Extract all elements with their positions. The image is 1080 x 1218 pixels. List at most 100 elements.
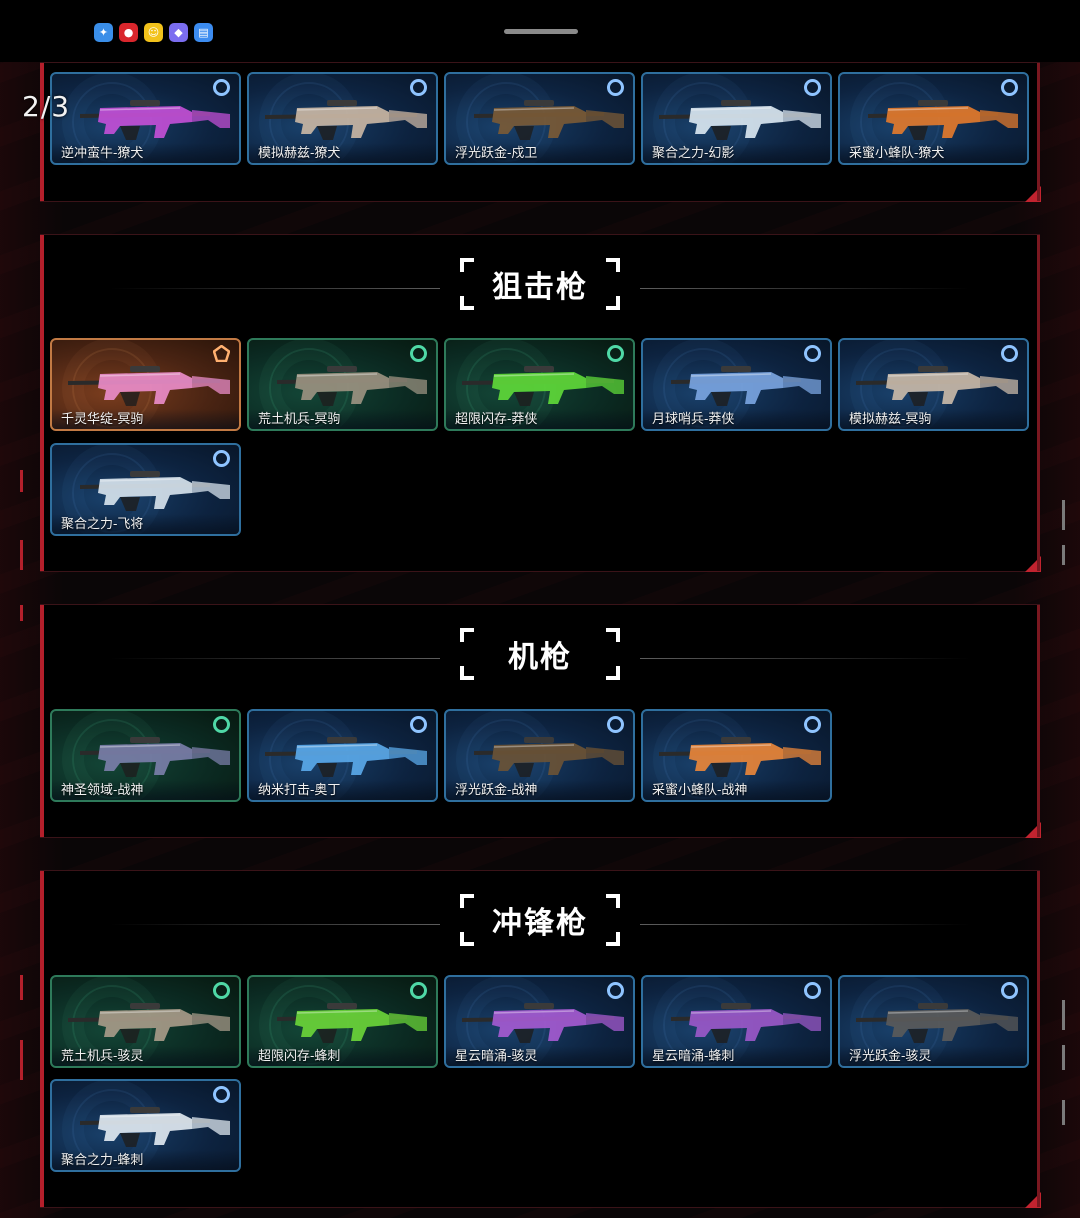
weapon-skin-card[interactable]: 千灵华绽-冥驹	[50, 338, 241, 431]
weapon-skin-name: 采蜜小蜂队-战神	[652, 783, 748, 798]
weapon-skin-image	[659, 737, 821, 777]
weapon-skin-card[interactable]: 聚合之力-飞将	[50, 443, 241, 536]
weapon-skin-name: 神圣领域-战神	[61, 783, 144, 798]
weapon-skin-image	[265, 737, 427, 777]
weapon-skin-name: 逆冲蛮牛-獠犬	[61, 146, 144, 161]
weapon-skin-name: 模拟赫兹-獠犬	[258, 146, 341, 161]
weapon-skin-name: 纳米打击-奥丁	[258, 783, 341, 798]
weapon-skin-card[interactable]: 神圣领域-战神	[50, 709, 241, 802]
weapon-skin-name: 聚合之力-幻影	[652, 146, 735, 161]
weapon-skin-card[interactable]: 超限闪存-蜂刺	[247, 975, 438, 1068]
weapon-skin-card[interactable]: 月球哨兵-莽侠	[641, 338, 832, 431]
purple-app-icon: ◆	[169, 23, 188, 42]
weapon-skin-card[interactable]: 浮光跃金-骇灵	[838, 975, 1029, 1068]
weapon-skin-card[interactable]: 浮光跃金-战神	[444, 709, 635, 802]
weapon-skin-image	[856, 366, 1018, 406]
weapon-skin-card[interactable]: 采蜜小蜂队-獠犬	[838, 72, 1029, 165]
rarity-badge-icon	[804, 79, 821, 96]
weapon-skin-name: 浮光跃金-战神	[455, 783, 538, 798]
weapon-skin-name: 聚合之力-飞将	[61, 517, 144, 532]
notification-app-icons: ✦ ● ☺ ◆ ▤	[94, 23, 213, 42]
rarity-badge-icon	[213, 716, 230, 733]
weapon-skin-card[interactable]: 超限闪存-莽侠	[444, 338, 635, 431]
edge-mark	[20, 470, 23, 492]
weapon-skin-card[interactable]: 模拟赫兹-冥驹	[838, 338, 1029, 431]
edge-mark	[1062, 1000, 1065, 1030]
section-title: 狙击枪	[492, 270, 588, 305]
rarity-badge-icon	[804, 345, 821, 362]
weapon-skin-image	[856, 1003, 1018, 1043]
weapon-skin-name: 千灵华绽-冥驹	[61, 412, 144, 427]
edge-mark	[20, 605, 23, 621]
red-app-icon: ●	[119, 23, 138, 42]
section-header: 机枪	[40, 628, 1040, 688]
rarity-badge-icon	[410, 345, 427, 362]
weapon-skin-name: 采蜜小蜂队-獠犬	[849, 146, 945, 161]
page-indicator: 2/3	[22, 90, 71, 123]
weapon-skin-image	[868, 100, 1018, 140]
weapon-skin-card[interactable]: 采蜜小蜂队-战神	[641, 709, 832, 802]
drag-handle[interactable]	[504, 29, 578, 34]
weapon-skin-name: 超限闪存-蜂刺	[258, 1049, 341, 1064]
weapon-skin-image	[462, 1003, 624, 1043]
qq-app-icon: ✦	[94, 23, 113, 42]
section-header: 狙击枪	[40, 258, 1040, 318]
edge-mark	[1062, 1100, 1065, 1125]
header-divider	[640, 924, 970, 925]
rarity-badge-icon	[410, 79, 427, 96]
rarity-badge-icon	[607, 982, 624, 999]
rarity-badge-icon	[1001, 345, 1018, 362]
weapon-skin-image	[277, 366, 427, 406]
weapon-skin-image	[80, 737, 230, 777]
header-divider	[640, 658, 970, 659]
rarity-badge-icon	[213, 79, 230, 96]
header-divider	[110, 924, 440, 925]
weapon-skin-card[interactable]: 荒土机兵-冥驹	[247, 338, 438, 431]
section-title: 冲锋枪	[492, 906, 588, 941]
edge-mark	[1062, 545, 1065, 565]
weapon-skin-image	[277, 1003, 427, 1043]
weapon-skin-image	[80, 100, 230, 140]
weapon-skin-name: 月球哨兵-莽侠	[652, 412, 735, 427]
rarity-badge-icon	[804, 982, 821, 999]
section-title-frame: 狙击枪	[460, 258, 620, 310]
weapon-skin-image	[80, 471, 230, 511]
weapon-skin-image	[80, 1107, 230, 1147]
rarity-badge-icon	[212, 344, 231, 363]
weapon-skin-image	[671, 366, 821, 406]
rarity-badge-icon	[213, 982, 230, 999]
weapon-skin-image	[671, 1003, 821, 1043]
edge-mark	[1062, 500, 1065, 530]
weapon-skin-name: 星云暗涌-蜂刺	[652, 1049, 735, 1064]
yellow-face-app-icon: ☺	[144, 23, 163, 42]
rarity-badge-icon	[1001, 982, 1018, 999]
weapon-skin-image	[474, 100, 624, 140]
weapon-skin-name: 超限闪存-莽侠	[455, 412, 538, 427]
weapon-skin-name: 荒土机兵-冥驹	[258, 412, 341, 427]
document-app-icon: ▤	[194, 23, 213, 42]
weapon-skin-card[interactable]: 聚合之力-幻影	[641, 72, 832, 165]
rarity-badge-icon	[1001, 79, 1018, 96]
weapon-skin-card[interactable]: 聚合之力-蜂刺	[50, 1079, 241, 1172]
status-bar: ✦ ● ☺ ◆ ▤	[0, 0, 1080, 62]
weapon-skin-image	[462, 366, 624, 406]
weapon-skin-image	[265, 100, 427, 140]
weapon-skin-image	[68, 1003, 230, 1043]
weapon-skin-card[interactable]: 浮光跃金-戍卫	[444, 72, 635, 165]
weapon-skin-name: 荒土机兵-骇灵	[61, 1049, 144, 1064]
weapon-skin-name: 聚合之力-蜂刺	[61, 1153, 144, 1168]
section-title-frame: 机枪	[460, 628, 620, 680]
weapon-skin-card[interactable]: 纳米打击-奥丁	[247, 709, 438, 802]
weapon-skin-card[interactable]: 星云暗涌-蜂刺	[641, 975, 832, 1068]
section-title: 机枪	[508, 640, 572, 675]
weapon-skin-card[interactable]: 模拟赫兹-獠犬	[247, 72, 438, 165]
header-divider	[110, 658, 440, 659]
weapon-skin-card[interactable]: 逆冲蛮牛-獠犬	[50, 72, 241, 165]
weapon-skin-card[interactable]: 星云暗涌-骇灵	[444, 975, 635, 1068]
rarity-badge-icon	[410, 716, 427, 733]
weapon-skin-card[interactable]: 荒土机兵-骇灵	[50, 975, 241, 1068]
rarity-badge-icon	[804, 716, 821, 733]
rarity-badge-icon	[213, 1086, 230, 1103]
section-header: 冲锋枪	[40, 894, 1040, 954]
edge-mark	[20, 540, 23, 570]
